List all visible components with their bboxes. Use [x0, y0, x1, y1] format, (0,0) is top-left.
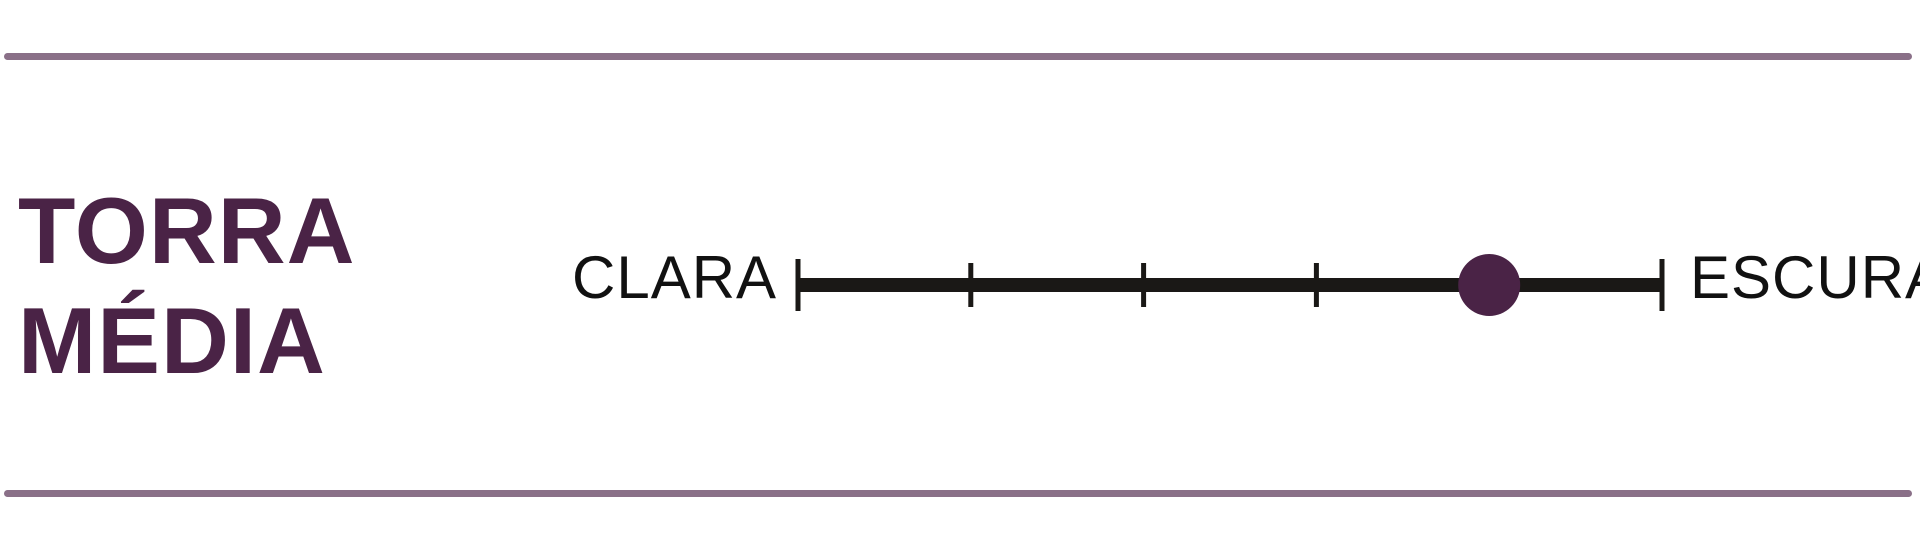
roast-title-line-1: TORRA — [18, 178, 356, 283]
top-divider — [4, 53, 1912, 60]
roast-marker — [1458, 254, 1521, 316]
roast-title-line-2: MÉDIA — [18, 288, 326, 393]
scale-right-label: ESCURA — [1690, 244, 1920, 311]
scale-track-group — [795, 254, 1665, 316]
roast-level-title: TORRA MÉDIA — [18, 176, 356, 396]
scale-left-label: CLARA — [572, 244, 778, 311]
roast-scale — [795, 254, 1665, 316]
bottom-divider — [4, 490, 1912, 497]
